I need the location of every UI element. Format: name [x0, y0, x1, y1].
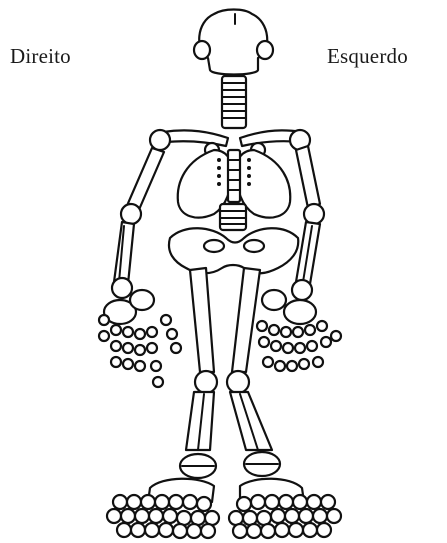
pelvis — [169, 228, 298, 273]
left-foot — [229, 479, 341, 538]
lumbar-spine — [220, 204, 246, 230]
right-hand — [99, 290, 181, 387]
right-leg — [180, 268, 217, 478]
left-hand — [257, 290, 341, 371]
right-arm — [112, 130, 170, 298]
skull — [194, 10, 273, 75]
left-arm — [290, 130, 324, 300]
right-foot — [107, 479, 219, 538]
cervical-spine — [222, 76, 246, 128]
